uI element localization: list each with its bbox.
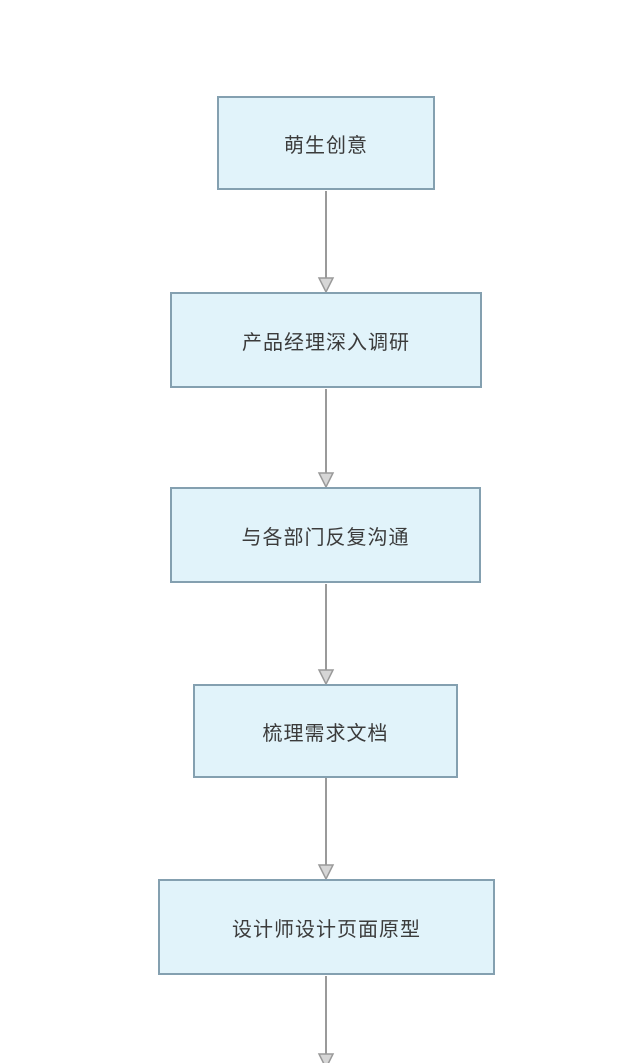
flow-node-research: 产品经理深入调研 [170, 292, 482, 388]
flow-node-idea: 萌生创意 [217, 96, 435, 190]
arrow-3 [317, 584, 335, 686]
arrow-4 [317, 776, 335, 881]
flow-node-label: 产品经理深入调研 [242, 331, 410, 354]
arrow-2 [317, 389, 335, 489]
flow-node-label: 萌生创意 [284, 134, 368, 157]
flow-node-communication: 与各部门反复沟通 [170, 487, 481, 583]
flow-node-requirements-doc: 梳理需求文档 [193, 684, 458, 778]
arrow-1 [317, 191, 335, 294]
arrow-5-clipped [317, 976, 335, 1063]
flow-node-label: 设计师设计页面原型 [232, 918, 421, 941]
flow-node-prototype-design: 设计师设计页面原型 [158, 879, 495, 975]
flow-node-label: 与各部门反复沟通 [241, 526, 410, 549]
flow-node-label: 梳理需求文档 [262, 722, 389, 745]
